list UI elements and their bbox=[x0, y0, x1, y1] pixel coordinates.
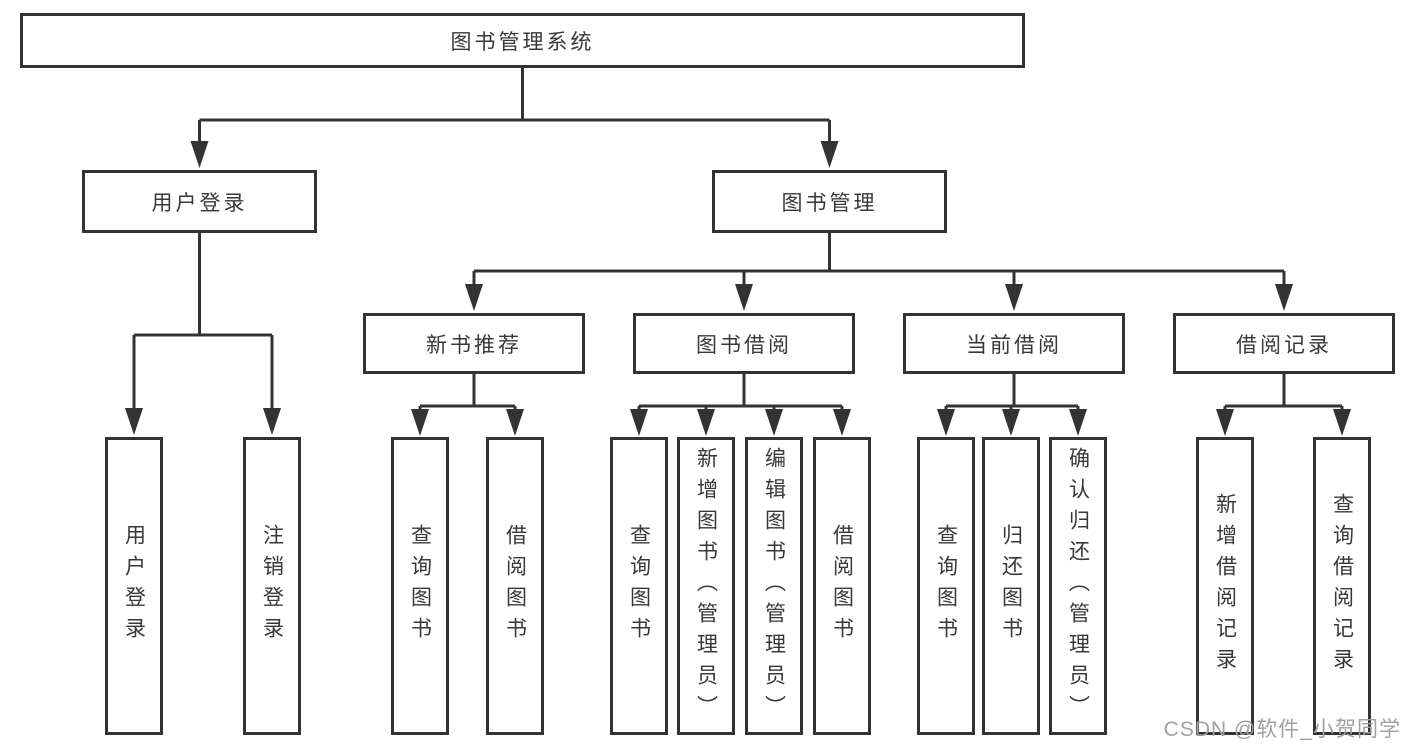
node-new-book-recommend-label: 新书推荐 bbox=[426, 333, 522, 357]
node-user-login: 用户登录 bbox=[82, 170, 317, 233]
arrow-icon bbox=[1216, 409, 1234, 436]
leaf-edit-book-admin: 编辑图书（管理员） bbox=[745, 437, 803, 735]
leaf-query-books-3-label: 查询图书 bbox=[934, 524, 958, 648]
leaf-add-book-admin: 新增图书（管理员） bbox=[677, 437, 735, 735]
arrow-icon bbox=[1275, 284, 1293, 311]
connector-new-book-branch bbox=[418, 374, 517, 412]
arrow-icon bbox=[820, 141, 839, 168]
leaf-add-borrow-record-label: 新增借阅记录 bbox=[1213, 493, 1237, 679]
arrow-icon bbox=[1069, 409, 1087, 436]
leaf-user-login-label: 用户登录 bbox=[122, 524, 146, 648]
connector-current-borrow-branch bbox=[944, 374, 1080, 412]
leaf-query-books-2: 查询图书 bbox=[610, 437, 668, 735]
arrow-icon bbox=[630, 409, 648, 436]
node-borrow-record-label: 借阅记录 bbox=[1236, 333, 1332, 357]
leaf-query-borrow-record-label: 查询借阅记录 bbox=[1330, 493, 1354, 679]
leaf-return-book-label: 归还图书 bbox=[999, 524, 1023, 648]
node-library-management-system-label: 图书管理系统 bbox=[450, 30, 595, 54]
connector-borrow-record-branch bbox=[1223, 374, 1344, 412]
connector-book-borrow-branch bbox=[637, 374, 844, 412]
node-library-management-system: 图书管理系统 bbox=[20, 13, 1025, 68]
connector-root-to-level2 bbox=[198, 68, 831, 144]
connector-book-mgmt-to-level3 bbox=[472, 233, 1286, 287]
arrowheads bbox=[125, 141, 1351, 436]
node-book-borrow-label: 图书借阅 bbox=[696, 333, 792, 357]
leaf-edit-book-admin-label: 编辑图书（管理员） bbox=[762, 446, 786, 726]
connector-user-login-branch bbox=[132, 233, 274, 411]
leaf-borrow-books-1-label: 借阅图书 bbox=[503, 524, 527, 648]
leaf-confirm-return-admin-label: 确认归还（管理员） bbox=[1066, 446, 1090, 726]
leaf-query-borrow-record: 查询借阅记录 bbox=[1313, 437, 1371, 735]
leaf-logout-label: 注销登录 bbox=[260, 524, 284, 648]
node-book-management-label: 图书管理 bbox=[781, 191, 878, 215]
leaf-logout: 注销登录 bbox=[243, 437, 301, 735]
arrow-icon bbox=[411, 409, 429, 436]
arrow-icon bbox=[125, 408, 143, 435]
arrow-icon bbox=[735, 284, 753, 311]
leaf-borrow-books-2-label: 借阅图书 bbox=[830, 524, 854, 648]
leaf-add-borrow-record: 新增借阅记录 bbox=[1196, 437, 1254, 735]
arrow-icon bbox=[263, 408, 281, 435]
node-user-login-label: 用户登录 bbox=[151, 191, 248, 215]
node-book-management: 图书管理 bbox=[712, 170, 947, 233]
leaf-add-book-admin-label: 新增图书（管理员） bbox=[694, 446, 718, 726]
arrow-icon bbox=[1002, 409, 1020, 436]
arrow-icon bbox=[1333, 409, 1351, 436]
node-current-borrow-label: 当前借阅 bbox=[966, 333, 1062, 357]
arrow-icon bbox=[833, 409, 851, 436]
node-new-book-recommend: 新书推荐 bbox=[363, 313, 585, 374]
arrow-icon bbox=[765, 409, 783, 436]
leaf-user-login: 用户登录 bbox=[105, 437, 163, 735]
arrow-icon bbox=[697, 409, 715, 436]
arrow-icon bbox=[506, 409, 524, 436]
arrow-icon bbox=[937, 409, 955, 436]
node-borrow-record: 借阅记录 bbox=[1173, 313, 1395, 374]
arrow-icon bbox=[190, 141, 209, 168]
leaf-confirm-return-admin: 确认归还（管理员） bbox=[1049, 437, 1107, 735]
watermark-csdn: CSDN @软件_小贺同学 bbox=[1163, 718, 1401, 741]
node-current-borrow: 当前借阅 bbox=[903, 313, 1125, 374]
arrow-icon bbox=[465, 284, 483, 311]
leaf-return-book: 归还图书 bbox=[982, 437, 1040, 735]
leaf-query-books-2-label: 查询图书 bbox=[627, 524, 651, 648]
arrow-icon bbox=[1005, 284, 1023, 311]
node-book-borrow: 图书借阅 bbox=[633, 313, 855, 374]
leaf-query-books-1: 查询图书 bbox=[391, 437, 449, 735]
leaf-borrow-books-2: 借阅图书 bbox=[813, 437, 871, 735]
leaf-query-books-3: 查询图书 bbox=[917, 437, 975, 735]
leaf-borrow-books-1: 借阅图书 bbox=[486, 437, 544, 735]
leaf-query-books-1-label: 查询图书 bbox=[408, 524, 432, 648]
